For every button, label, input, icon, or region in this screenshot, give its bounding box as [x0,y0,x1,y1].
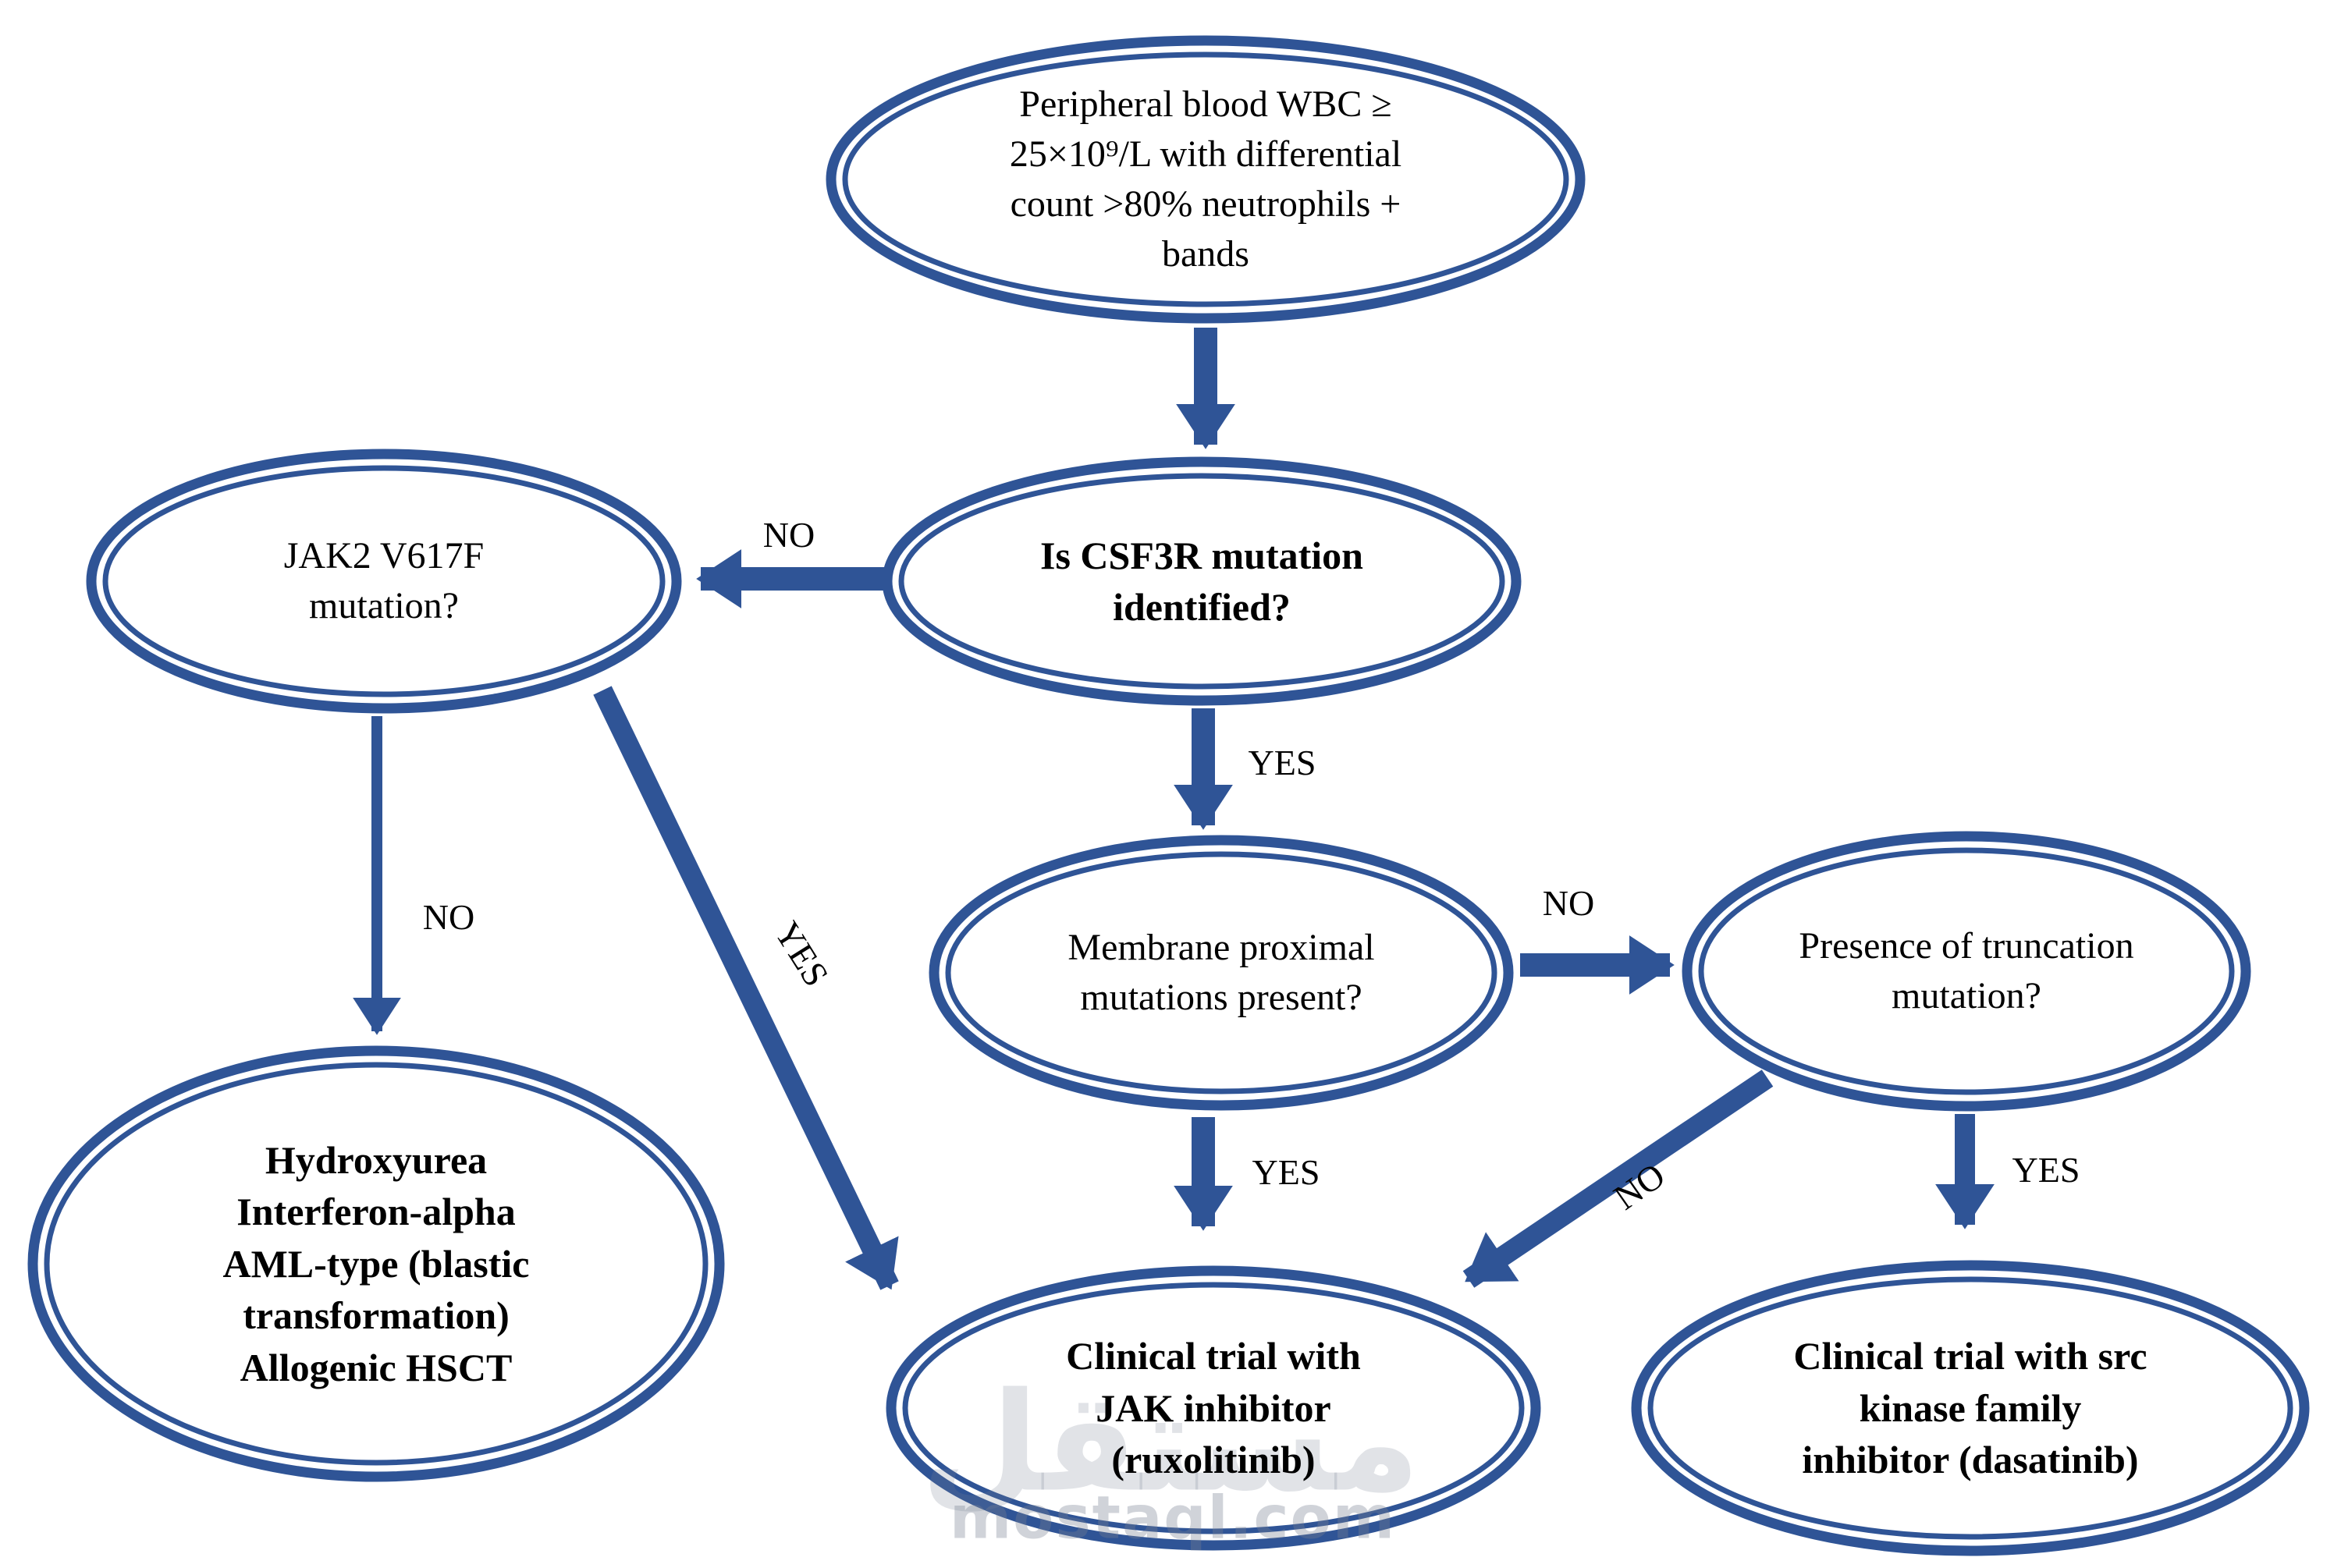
edge-label-truncation-yes: YES [2012,1150,2080,1190]
edge-label-membrane-yes: YES [1252,1152,1320,1192]
node-truncation-question: Presence of truncation mutation? [1799,925,2134,1016]
ellipse-membrane-question [929,835,1514,1111]
ellipse-jak-trial [886,1265,1541,1551]
node-conventional-treatment: Hydroxyurea Interferon-alpha AML-type (b… [222,1137,530,1389]
edge-label-membrane-no: NO [1542,883,1595,923]
node-membrane-question: Membrane proximal mutations present? [1067,927,1375,1018]
ellipse-jak2-question [86,449,682,714]
edge-label-jak2-no: NO [422,897,475,937]
node-src-trial: Clinical trial with src kinase family in… [1793,1334,2147,1482]
arrow-jak2-to-jak-trial [593,686,899,1290]
ellipse-conventional-treatment [27,1045,725,1482]
node-peripheral-blood-wbc: Peripheral blood WBC ≥ 25×10⁹/L with dif… [1009,83,1402,275]
watermark-domain: mostaql.com [949,1482,1397,1552]
ellipse-truncation-question [1682,831,2251,1112]
ellipse-src-trial [1631,1260,2310,1556]
node-jak-trial: Clinical trial with JAK inhibitor (ruxol… [1066,1334,1361,1482]
edge-label-csf3r-no: NO [762,515,815,555]
node-jak2-question: JAK2 V617F mutation? [283,535,485,626]
watermark-logo: مستقل [920,1364,1421,1523]
arrow-truncation-to-jak-trial [1462,1070,1774,1288]
edge-label-csf3r-yes: YES [1248,743,1316,782]
ellipse-peripheral-blood [826,35,1586,324]
node-csf3r-question: Is CSF3R mutation identified? [1040,533,1363,630]
